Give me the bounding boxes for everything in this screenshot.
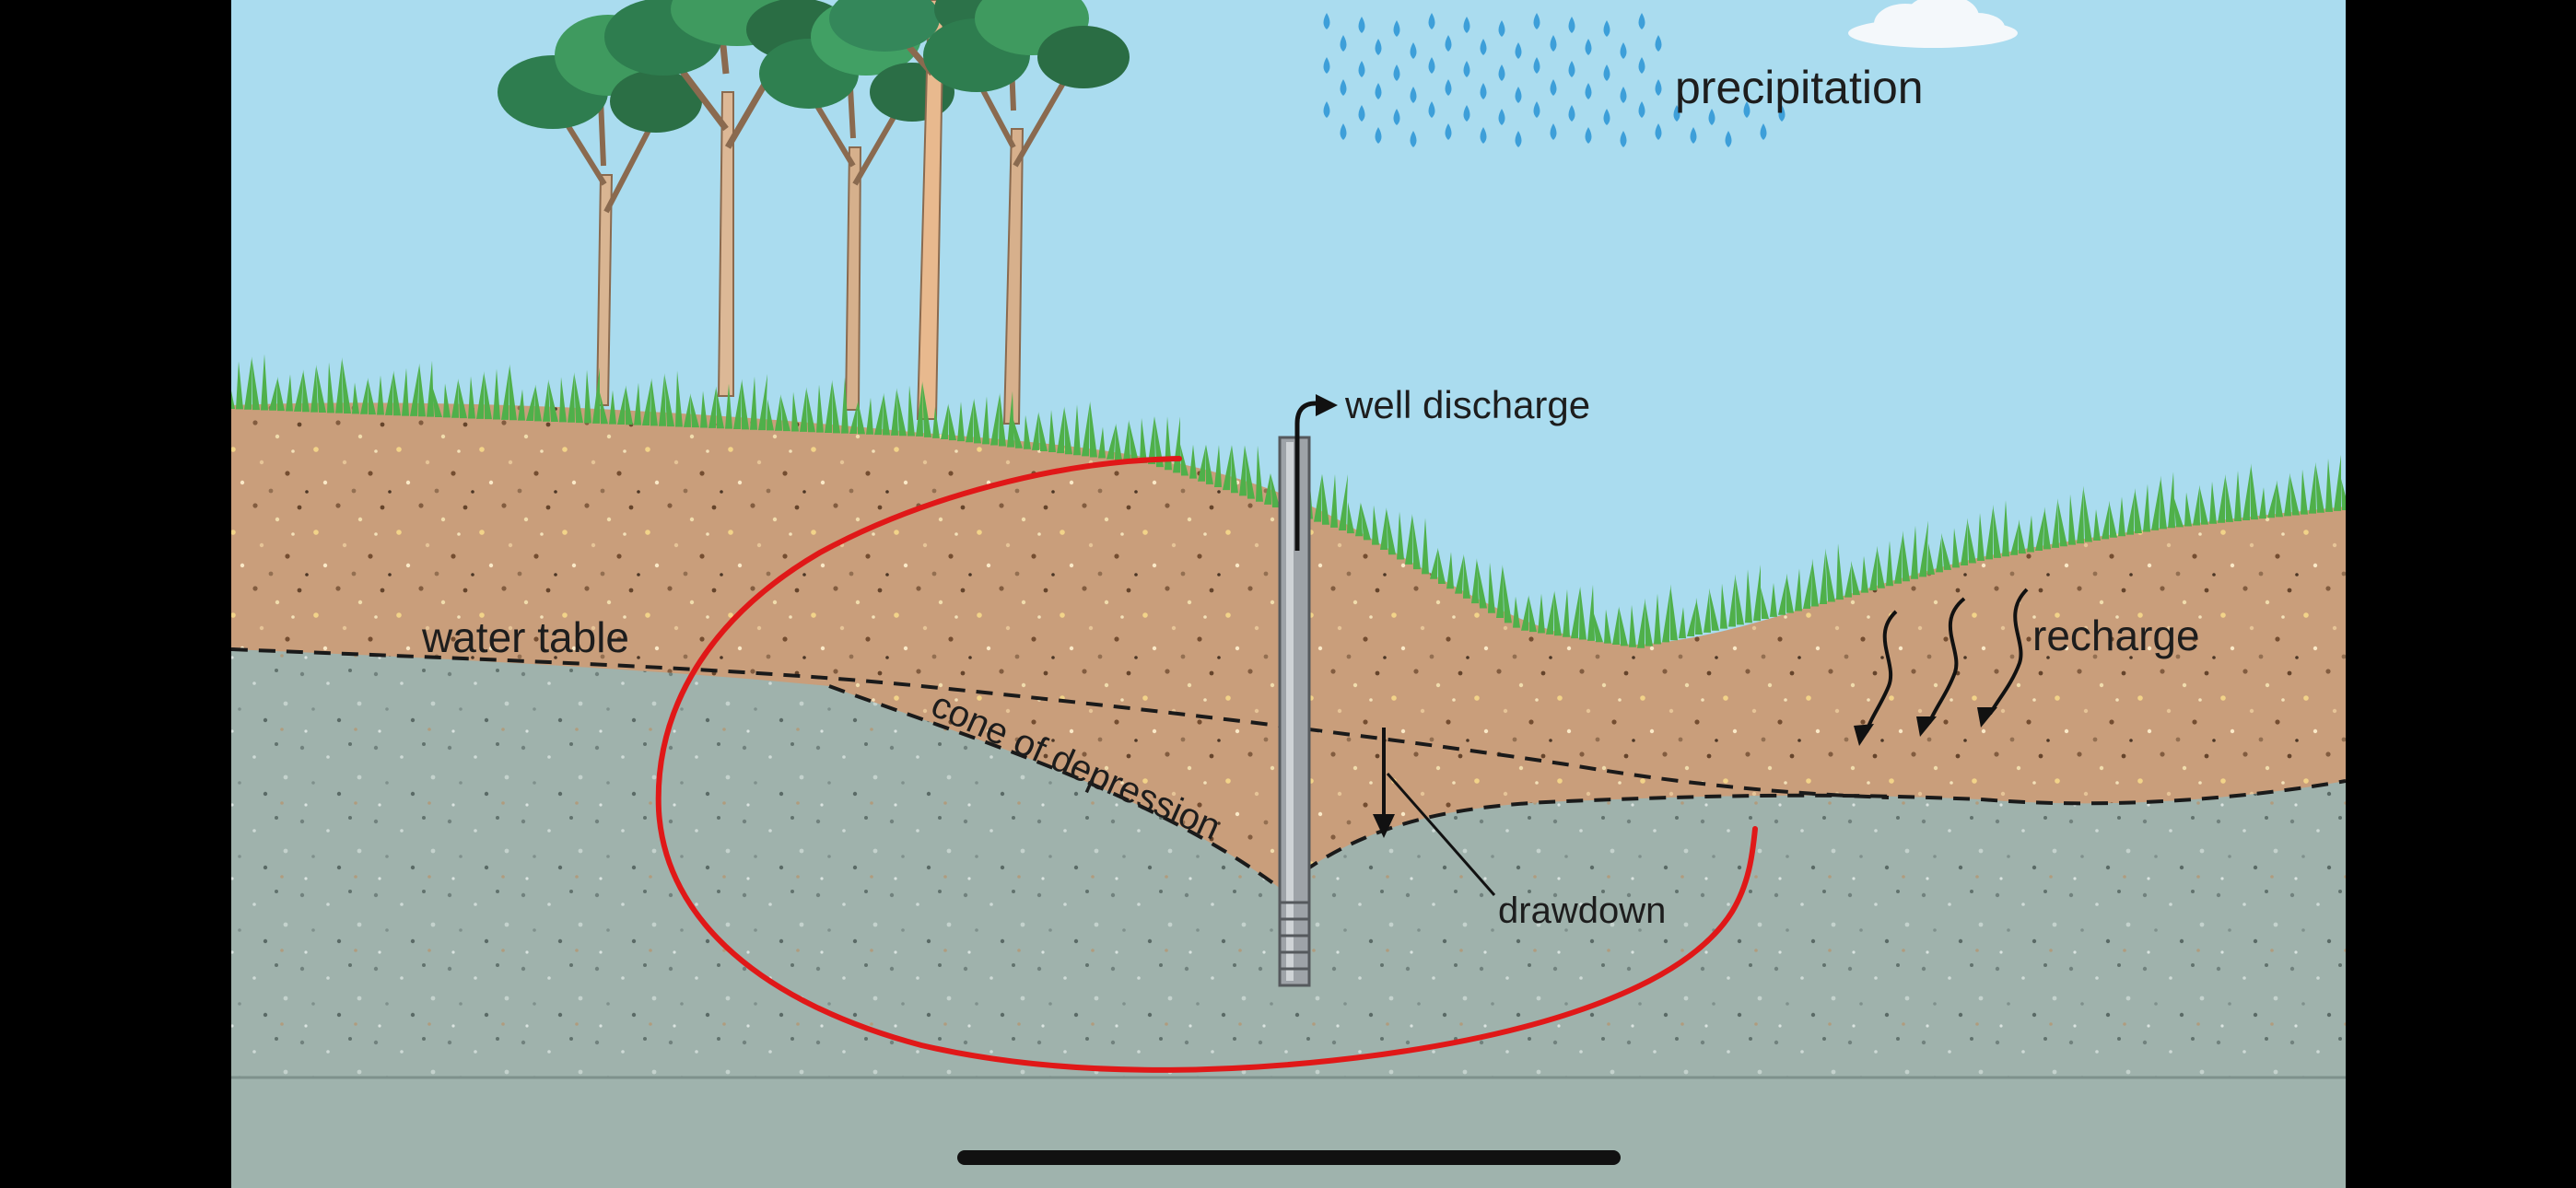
rain-drop-icon	[1340, 35, 1347, 52]
rain-drop-icon	[1620, 42, 1627, 59]
home-indicator-bar[interactable]	[957, 1150, 1621, 1165]
rain-drop-icon	[1410, 131, 1417, 147]
discharge-arrow-icon	[1316, 394, 1338, 416]
rain-drop-icon	[1778, 105, 1786, 122]
rain-drop-icon	[1515, 42, 1522, 59]
rain-drop-icon	[1533, 13, 1540, 29]
precipitation-drops	[1323, 13, 1786, 147]
rain-drop-icon	[1655, 35, 1662, 52]
rain-drop-icon	[1585, 127, 1592, 144]
letterbox-left	[0, 0, 231, 1188]
rain-drop-icon	[1480, 83, 1487, 99]
cone-of-depression-line	[828, 684, 2346, 891]
rain-drop-icon	[1463, 61, 1470, 77]
rain-drop-icon	[1428, 101, 1435, 118]
rain-drop-icon	[1480, 127, 1487, 144]
hand-drawn-annotation	[655, 456, 1758, 1073]
rain-drop-icon	[1655, 79, 1662, 96]
rain-drop-icon	[1445, 123, 1452, 140]
rain-drop-icon	[1550, 123, 1557, 140]
rain-drop-icon	[1445, 35, 1452, 52]
rain-drop-icon	[1358, 17, 1365, 33]
rain-drop-icon	[1410, 87, 1417, 103]
rain-drop-icon	[1498, 64, 1505, 81]
rain-drop-icon	[1743, 101, 1751, 118]
rain-drop-icon	[1393, 109, 1400, 125]
rain-drop-icon	[1340, 79, 1347, 96]
rain-drop-icon	[1725, 131, 1732, 147]
recharge-arrowheads	[1854, 707, 1997, 746]
bedrock-layer	[231, 1077, 2346, 1188]
rain-drop-icon	[1673, 105, 1680, 122]
drawdown-label: drawdown	[1498, 891, 1666, 931]
rain-drop-icon	[1323, 13, 1330, 29]
rain-drop-icon	[1498, 109, 1505, 125]
rain-drop-icon	[1760, 123, 1767, 140]
tree-icon	[923, 0, 1130, 425]
rain-drop-icon	[1585, 83, 1592, 99]
rain-drop-icon	[1603, 20, 1610, 37]
rain-drop-icon	[1428, 13, 1435, 29]
rain-drop-icon	[1708, 109, 1715, 125]
rain-drop-icon	[1638, 57, 1645, 74]
rain-drop-icon	[1498, 20, 1505, 37]
grass	[231, 354, 2346, 648]
rain-drop-icon	[1393, 64, 1400, 81]
recharge-arrow-icon	[1865, 588, 2029, 733]
rain-drop-icon	[1445, 79, 1452, 96]
rain-drop-icon	[1568, 17, 1575, 33]
original-water-table-line	[231, 647, 1890, 799]
well-icon	[1278, 394, 1338, 987]
letterbox-right	[2346, 0, 2576, 1188]
rain-drop-icon	[1550, 35, 1557, 52]
rain-drop-icon	[1603, 64, 1610, 81]
rain-drop-icon	[1603, 109, 1610, 125]
rain-drop-icon	[1515, 87, 1522, 103]
rain-drop-icon	[1375, 83, 1382, 99]
rain-drop-icon	[1463, 105, 1470, 122]
precipitation-label: precipitation	[1675, 62, 1924, 113]
drawdown-arrow-icon	[1373, 728, 1496, 896]
rain-drop-icon	[1568, 61, 1575, 77]
rain-drop-icon	[1323, 57, 1330, 74]
cloud-icon	[1848, 0, 2018, 48]
rain-drop-icon	[1620, 131, 1627, 147]
rain-drop-icon	[1515, 131, 1522, 147]
rain-drop-icon	[1375, 127, 1382, 144]
rain-drop-icon	[1323, 101, 1330, 118]
trees	[498, 0, 1130, 425]
rain-drop-icon	[1533, 101, 1540, 118]
rain-drop-icon	[1393, 20, 1400, 37]
rain-drop-icon	[1568, 105, 1575, 122]
rain-drop-icon	[1410, 42, 1417, 59]
rain-drop-icon	[1463, 17, 1470, 33]
rain-drop-icon	[1533, 57, 1540, 74]
recharge-label: recharge	[2032, 611, 2200, 659]
rain-drop-icon	[1585, 39, 1592, 55]
rain-drop-icon	[1655, 123, 1662, 140]
rain-drop-icon	[1638, 101, 1645, 118]
rain-drop-icon	[1638, 13, 1645, 29]
rain-drop-icon	[1340, 123, 1347, 140]
rain-drop-icon	[1375, 39, 1382, 55]
grass-blades	[231, 354, 2346, 648]
rain-drop-icon	[1358, 105, 1365, 122]
rain-drop-icon	[1620, 87, 1627, 103]
rain-drop-icon	[1428, 57, 1435, 74]
rain-drop-icon	[1358, 61, 1365, 77]
rain-drop-icon	[1550, 79, 1557, 96]
rain-drop-icon	[1480, 39, 1487, 55]
water-table-label: water table	[421, 613, 629, 661]
well-discharge-label: well discharge	[1344, 383, 1590, 426]
rain-drop-icon	[1690, 127, 1697, 144]
